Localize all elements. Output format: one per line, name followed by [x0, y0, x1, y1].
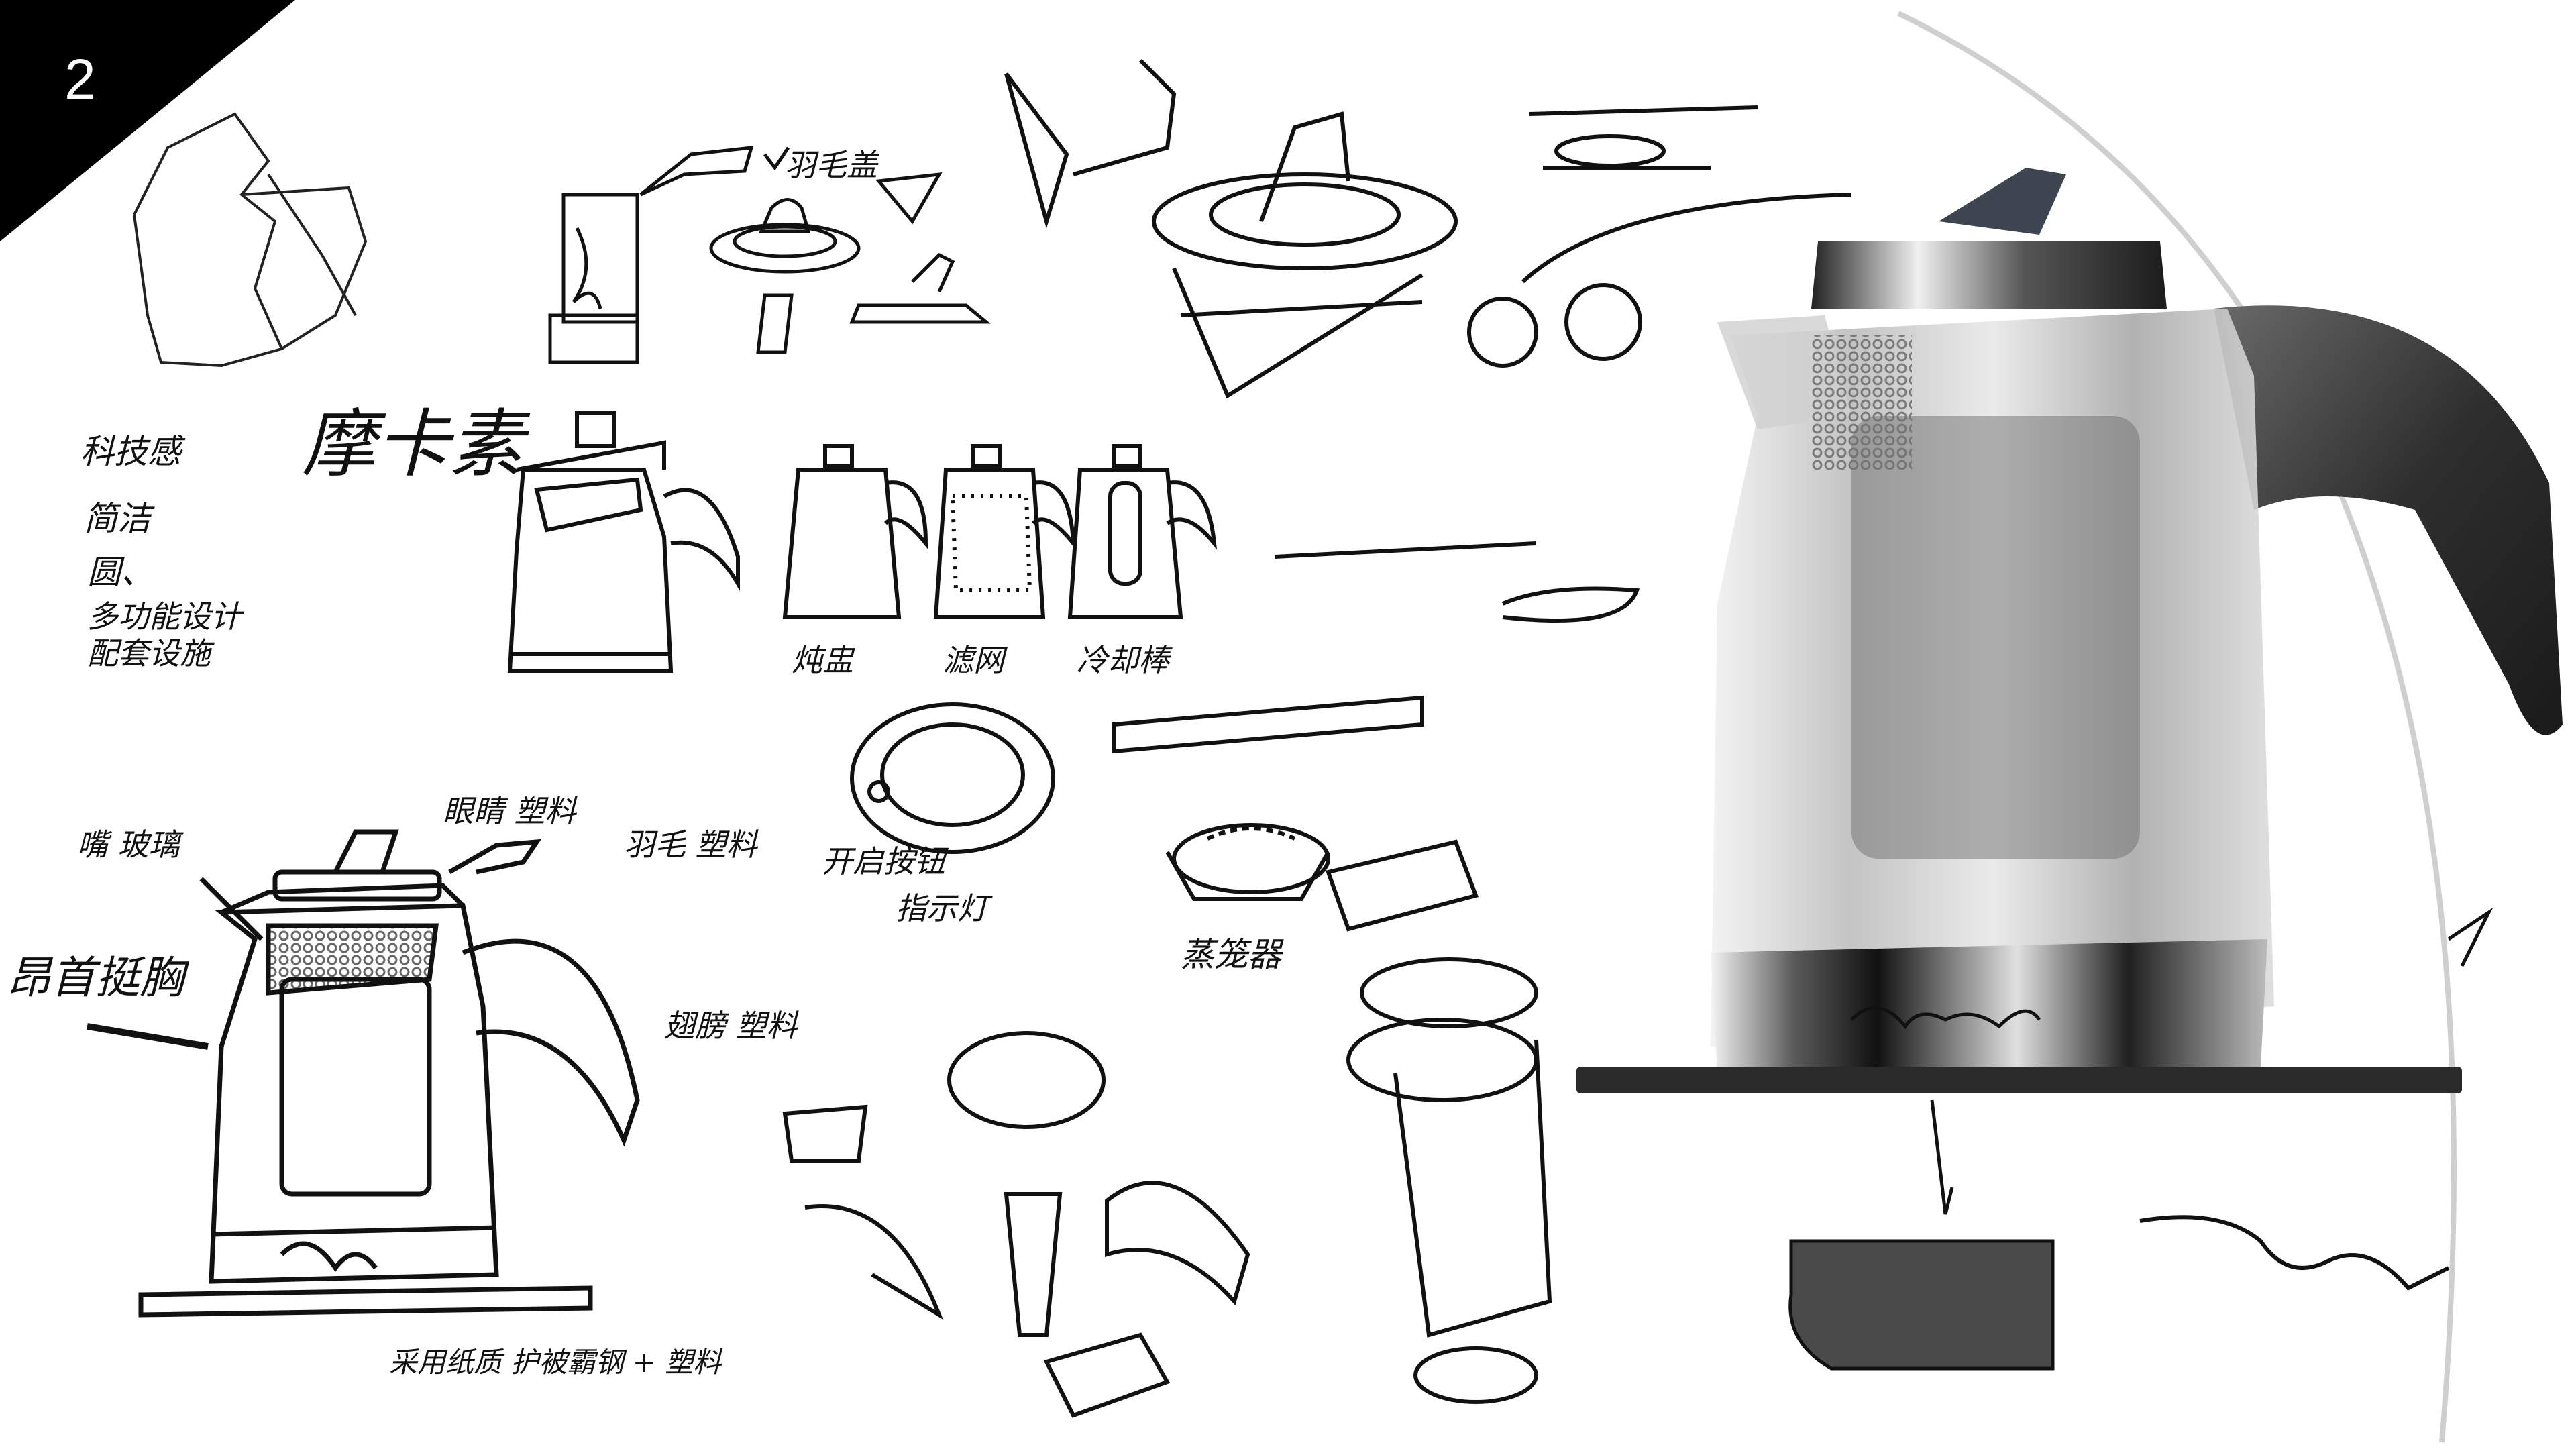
label-wing-plastic: 翅膀 塑料 — [664, 1008, 800, 1044]
kettle-render — [1576, 11, 2563, 1443]
label-mode-filter: 滤网 — [943, 642, 1008, 678]
label-chest-lift: 昂首挺胸 — [7, 952, 190, 1004]
kettle-handle — [2214, 305, 2563, 735]
label-spout-glass: 嘴 玻璃 — [77, 826, 184, 863]
badge-shape — [1788, 1239, 2055, 1371]
power-base — [1576, 1067, 2462, 1093]
label-feather: 羽毛盖 — [785, 147, 880, 183]
kettle-lid — [1811, 241, 2167, 309]
infuser-parts-sketch — [782, 58, 1852, 1418]
keyword-item: 配套设施 — [87, 635, 215, 672]
label-mode-stew: 炖盅 — [792, 642, 855, 678]
label-style-keyword: 摩卡素 — [302, 401, 531, 487]
label-mode-cool: 冷却棒 — [1077, 642, 1173, 678]
label-base-material: 采用纸质 护被霸钢 + 塑料 — [389, 1346, 722, 1379]
lid-parts-sketch — [548, 146, 991, 364]
main-kettle-sketch — [87, 829, 640, 1318]
keyword-item: 圆、 — [87, 553, 154, 592]
corner-badge — [0, 0, 295, 241]
lid-knob — [1939, 168, 2066, 235]
kettle-variant-sketches — [507, 411, 1217, 673]
background-arc — [1897, 11, 2457, 1443]
label-start-button: 开启按钮 — [822, 843, 949, 879]
label-indicator: 指示灯 — [896, 890, 993, 926]
bird-abstract-sketch — [133, 112, 368, 368]
keyword-item: 简洁 — [84, 499, 155, 538]
label-eye-plastic: 眼睛 塑料 — [443, 793, 578, 829]
inner-chamber — [1851, 416, 2140, 859]
page-number: 2 — [64, 48, 96, 111]
label-steamer: 蒸笼器 — [1181, 935, 1284, 974]
keyword-list: 科技感 简洁 圆、 多功能设计 配套设施 — [80, 432, 244, 672]
keyword-item: 多功能设计 — [87, 598, 244, 635]
label-feather-plastic: 羽毛 塑料 — [624, 826, 759, 863]
kettle-base-ring — [1711, 939, 2267, 1073]
keyword-item: 科技感 — [80, 432, 186, 471]
